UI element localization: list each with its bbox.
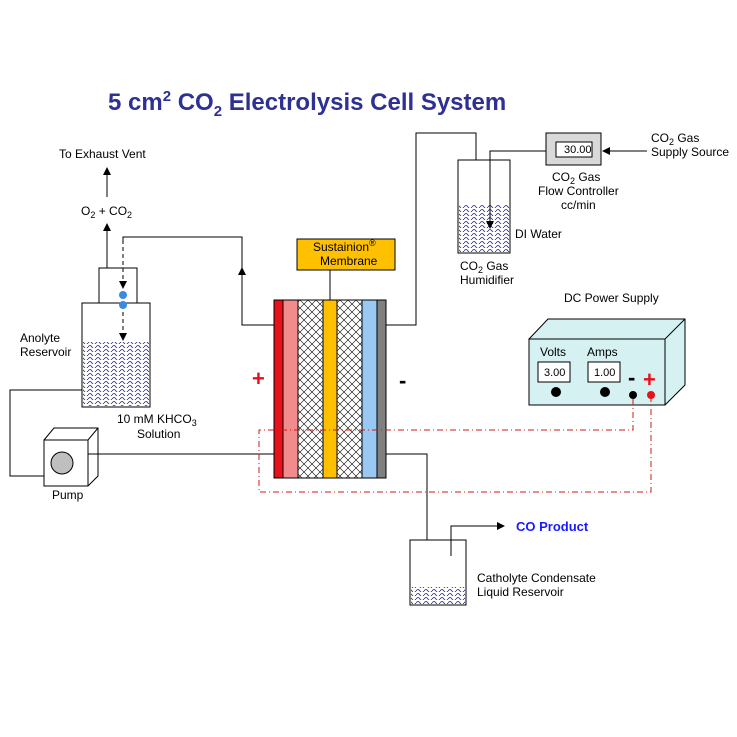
page-title: 5 cm2 CO2 Electrolysis Cell System bbox=[108, 88, 506, 120]
electrolysis-cell bbox=[273, 299, 387, 479]
anode-outlet-line bbox=[122, 236, 274, 326]
flow-controller-label: Flow Controller bbox=[538, 184, 619, 198]
catholyte-liquid bbox=[411, 587, 465, 604]
humidifier-label: CO2 Gas bbox=[460, 259, 508, 275]
membrane-label: Sustainion® bbox=[313, 238, 376, 254]
cathode-gas-line bbox=[386, 132, 477, 326]
pump-label: Pump bbox=[52, 488, 84, 502]
cathode-outlet-line bbox=[386, 453, 431, 563]
volts-label: Volts bbox=[540, 345, 566, 359]
co-product-line bbox=[450, 522, 505, 556]
co-product-label: CO Product bbox=[516, 519, 589, 534]
amps-display bbox=[587, 361, 621, 383]
di-water-liquid bbox=[459, 204, 509, 252]
reservoir-cap bbox=[98, 267, 138, 304]
amps-label: Amps bbox=[587, 345, 618, 359]
membrane-label: Membrane bbox=[320, 254, 378, 268]
supply-source-label: Supply Source bbox=[651, 145, 729, 159]
volts-knob[interactable] bbox=[551, 387, 561, 397]
cathode-catalyst-layer bbox=[336, 299, 363, 479]
anode-plate bbox=[273, 299, 284, 479]
power-supply-edge bbox=[664, 318, 686, 340]
membrane-label-box bbox=[296, 238, 396, 271]
anode-gdl bbox=[282, 299, 299, 479]
amps-knob[interactable] bbox=[600, 387, 610, 397]
dc-power-supply-label: DC Power Supply bbox=[564, 291, 659, 305]
humidifier-label: Humidifier bbox=[460, 273, 514, 287]
volts-display bbox=[537, 361, 571, 383]
volts-readout: 3.00 bbox=[544, 367, 565, 379]
bubble-icon bbox=[119, 291, 127, 299]
pump-edges bbox=[44, 427, 99, 486]
positive-terminal[interactable] bbox=[647, 391, 655, 399]
anolyte-liquid bbox=[83, 342, 149, 406]
flow-display bbox=[555, 141, 593, 158]
cathode-gdl bbox=[361, 299, 378, 479]
exhaust-vent-label: To Exhaust Vent bbox=[59, 147, 146, 161]
catholyte-label: Catholyte Condensate bbox=[477, 571, 596, 585]
cathode-minus-sign: - bbox=[399, 368, 406, 393]
electrical-wiring bbox=[258, 399, 652, 493]
anolyte-label: Reservoir bbox=[20, 345, 71, 359]
flow-readout: 30.00 bbox=[564, 144, 592, 156]
flow-controller-units: cc/min bbox=[561, 198, 596, 212]
anolyte-label: Anolyte bbox=[20, 331, 60, 345]
gas-output-label: O2 + CO2 bbox=[81, 204, 132, 220]
bubble-icon bbox=[119, 301, 127, 309]
flow-controller-label: CO2 Gas bbox=[552, 170, 600, 186]
negative-terminal[interactable] bbox=[629, 391, 637, 399]
catholyte-label: Liquid Reservoir bbox=[477, 585, 564, 599]
anode-plus-sign: + bbox=[252, 366, 265, 391]
cathode-plate bbox=[376, 299, 387, 479]
suction-line bbox=[9, 389, 82, 477]
pump-rotor-icon bbox=[50, 451, 74, 475]
di-water-label: DI Water bbox=[515, 227, 562, 241]
supply-minus-sign: - bbox=[628, 365, 635, 390]
amps-readout: 1.00 bbox=[594, 367, 615, 379]
anode-catalyst-layer bbox=[297, 299, 324, 479]
co2-feed-line bbox=[486, 150, 546, 229]
supply-source-label: CO2 Gas bbox=[651, 131, 699, 147]
sustainion-membrane bbox=[322, 299, 338, 479]
supply-plus-sign: + bbox=[643, 367, 656, 392]
khco3-label: 10 mM KHCO3 bbox=[117, 412, 197, 428]
solution-label: Solution bbox=[137, 427, 180, 441]
